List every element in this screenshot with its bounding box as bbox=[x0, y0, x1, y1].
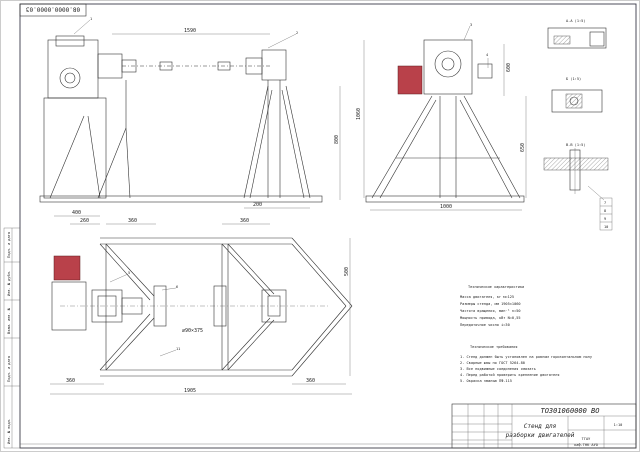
dim-plan-360b: 360 bbox=[240, 218, 249, 224]
plan-view: 400 260 360 360 500 360 360 1905 ∅90×375 bbox=[50, 210, 353, 395]
tech-req-heading: Технические требования bbox=[470, 344, 518, 349]
margin-note-2: Инв. № дубл. bbox=[6, 270, 11, 296]
callout-9: 9 bbox=[604, 217, 606, 221]
dim-plan-left: 360 bbox=[66, 378, 75, 384]
dim-plan-total: 1905 bbox=[184, 388, 196, 394]
title-block: ТО301060000 ВО Стенд для разборки двигат… bbox=[451, 403, 637, 449]
tech-req-line-1: 1. Стенд должен быть установлен на ровно… bbox=[460, 354, 593, 359]
side-view: 1060 600 650 1000 bbox=[356, 39, 527, 211]
bottom-strip bbox=[19, 443, 637, 449]
margin-note-4: Подп. и дата bbox=[7, 356, 11, 382]
section-vv-label: В-В (1:5) bbox=[566, 143, 585, 147]
dim-top-span: 1590 bbox=[184, 28, 196, 34]
callout-10: 10 bbox=[604, 225, 608, 229]
motor-plan bbox=[53, 255, 81, 281]
title-scale: 1:10 bbox=[614, 423, 623, 427]
tech-spec-line-1: Масса двигателя, кг м=125 bbox=[460, 295, 514, 299]
callout-3: 3 bbox=[470, 23, 472, 27]
tech-spec-line-5: Передаточное число i=30 bbox=[460, 323, 510, 327]
callout-6: 6 bbox=[176, 285, 178, 289]
front-view: 1590 200 800 bbox=[39, 28, 341, 209]
callout-11: 11 bbox=[176, 347, 180, 351]
title-group: каф.ТНК АУО bbox=[574, 443, 598, 447]
tech-req-line-4: 4. Перед работой проверить крепление дви… bbox=[460, 372, 560, 377]
dim-front-mid: 800 bbox=[334, 135, 340, 144]
dim-plan-400: 400 bbox=[72, 210, 81, 216]
margin-note-5: Инв. № подл. bbox=[7, 418, 11, 444]
dim-front-height: 1060 bbox=[356, 108, 362, 120]
dim-top-base: 200 bbox=[253, 202, 262, 208]
dim-side-low: 600 bbox=[506, 63, 512, 72]
title-code: ТО301060000 ВО bbox=[540, 407, 599, 415]
doc-code-text: 08.0000.0000.03 bbox=[26, 6, 81, 13]
dim-plan-360a: 360 bbox=[128, 218, 137, 224]
section-bb-label: Б (1:5) bbox=[566, 77, 581, 81]
margin-note-3: Взам. инв. № bbox=[7, 307, 11, 334]
section-details: А-А (1:5) Б (1:5) В-В (1:5) 7 8 9 10 bbox=[543, 19, 613, 231]
doc-code-box: 08.0000.0000.03 bbox=[19, 3, 87, 17]
callout-5: 5 bbox=[128, 271, 130, 275]
callout-7: 7 bbox=[604, 201, 606, 205]
dim-plan-260: 260 bbox=[80, 218, 89, 224]
dim-plan-shaft: ∅90×375 bbox=[182, 328, 203, 334]
dim-plan-right: 360 bbox=[306, 378, 315, 384]
tech-spec-line-3: Частота вращения, мин⁻¹ n=50 bbox=[460, 309, 521, 313]
callout-8: 8 bbox=[604, 209, 606, 213]
tech-req-line-5: 5. Окраска эмалью ПФ-115 bbox=[460, 379, 512, 383]
callout-2: 2 bbox=[296, 31, 298, 35]
dim-side-width: 1000 bbox=[440, 204, 452, 210]
tech-specs-heading: Технические характеристики bbox=[468, 285, 524, 289]
title-sheet: ТГАУ bbox=[582, 437, 591, 441]
dim-side-height: 650 bbox=[520, 143, 526, 152]
dim-plan-500: 500 bbox=[344, 267, 350, 276]
callout-1: 1 bbox=[90, 17, 92, 21]
tech-specs-block: Технические характеристики Масса двигате… bbox=[460, 285, 524, 327]
tech-spec-line-4: Мощность привода, кВт N=0,55 bbox=[460, 316, 521, 320]
motor-side bbox=[397, 65, 423, 95]
left-margin-stamps: Подп. и дата Инв. № дубл. Взам. инв. № П… bbox=[3, 227, 21, 449]
tech-requirements-block: Технические требования 1. Стенд должен б… bbox=[460, 344, 593, 383]
view-callouts: 1 2 3 4 5 6 11 bbox=[73, 17, 489, 357]
tech-req-line-3: 3. Все подвижные соединения смазать bbox=[460, 367, 536, 371]
tech-spec-line-2: Размеры стенда, мм 1905×1060 bbox=[460, 302, 521, 306]
title-name-line2: разборки двигателей bbox=[506, 432, 575, 439]
tech-req-line-2: 2. Сварные швы по ГОСТ 5264-80 bbox=[460, 361, 525, 365]
margin-note-1: Подп. и дата bbox=[7, 232, 11, 258]
section-aa-label: А-А (1:5) bbox=[566, 19, 585, 23]
callout-4: 4 bbox=[486, 53, 488, 57]
title-name-line1: Стенд для bbox=[524, 423, 557, 430]
